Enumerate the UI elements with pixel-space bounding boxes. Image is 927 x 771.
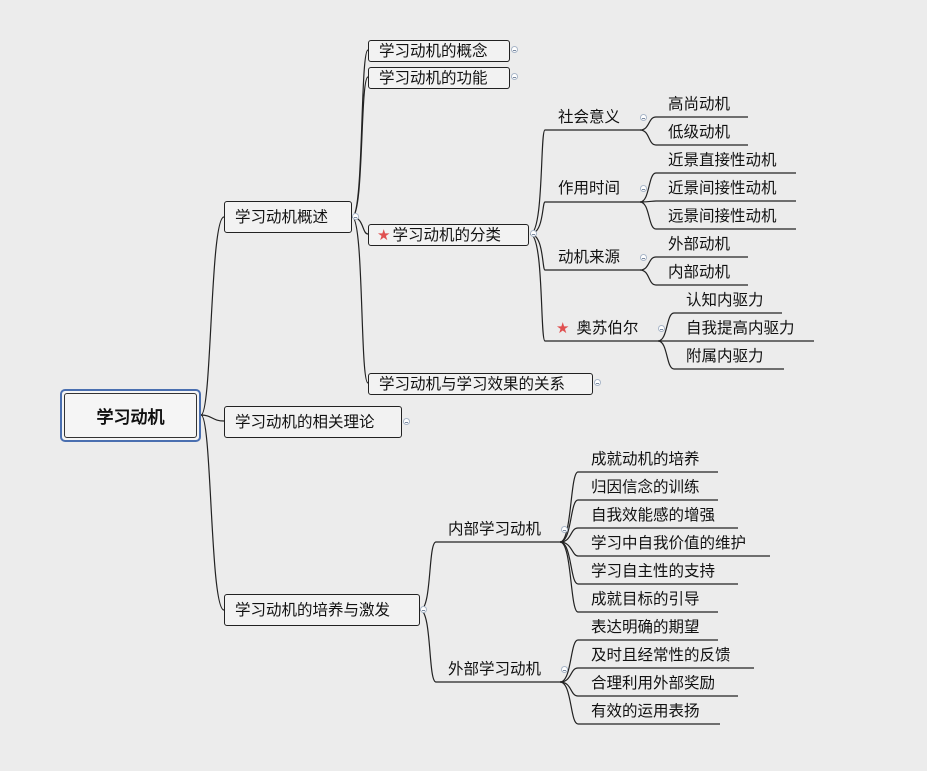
leaf-item-label: 及时且经常性的反馈 (591, 646, 731, 664)
leaf-item[interactable]: 合理利用外部奖励 (591, 673, 715, 693)
leaf-item-label: 归因信念的训练 (591, 478, 700, 496)
group-external[interactable]: 外部学习动机 (448, 659, 541, 679)
leaf-item[interactable]: 远景间接性动机 (668, 206, 777, 226)
leaf-item-label: 成就动机的培养 (591, 450, 700, 468)
collapse-toggle-icon[interactable] (658, 325, 665, 332)
collapse-toggle-icon[interactable] (530, 230, 537, 237)
group-social-label: 社会意义 (558, 108, 621, 126)
expand-toggle-icon[interactable] (403, 418, 410, 425)
leaf-item-label: 自我提高内驱力 (686, 319, 795, 337)
leaf-item[interactable]: 学习自主性的支持 (591, 561, 715, 581)
group-time[interactable]: 作用时间 (558, 178, 620, 198)
leaf-item[interactable]: 及时且经常性的反馈 (591, 645, 731, 665)
topic-relation[interactable]: 学习动机与学习效果的关系 (368, 373, 593, 395)
topic-classification[interactable]: ★ 学习动机的分类 (368, 224, 529, 246)
topic-overview-label: 学习动机概述 (235, 208, 329, 226)
leaf-item-label: 外部动机 (668, 235, 731, 253)
leaf-item[interactable]: 低级动机 (668, 122, 730, 142)
leaf-item[interactable]: 学习中自我价值的维护 (591, 533, 746, 553)
collapse-toggle-icon[interactable] (352, 213, 359, 220)
group-internal-label: 内部学习动机 (448, 520, 542, 538)
group-time-label: 作用时间 (558, 179, 621, 197)
collapse-toggle-icon[interactable] (640, 114, 647, 121)
leaf-item-label: 学习中自我价值的维护 (591, 534, 747, 552)
leaf-item[interactable]: 附属内驱力 (686, 346, 764, 366)
leaf-item[interactable]: 自我提高内驱力 (686, 318, 795, 338)
topic-function-label: 学习动机的功能 (379, 69, 488, 87)
leaf-item-label: 自我效能感的增强 (591, 506, 716, 524)
expand-toggle-icon[interactable] (594, 379, 601, 386)
leaf-item[interactable]: 外部动机 (668, 234, 730, 254)
leaf-item-label: 低级动机 (668, 123, 731, 141)
leaf-item-label: 表达明确的期望 (591, 618, 700, 636)
collapse-toggle-icon[interactable] (420, 606, 427, 613)
star-icon: ★ (556, 319, 570, 337)
topic-relation-label: 学习动机与学习效果的关系 (379, 375, 566, 393)
leaf-item-label: 近景间接性动机 (668, 179, 777, 197)
topic-overview[interactable]: 学习动机概述 (224, 201, 352, 233)
root-topic-label: 学习动机 (64, 393, 197, 438)
leaf-item[interactable]: 表达明确的期望 (591, 617, 700, 637)
leaf-item-label: 认知内驱力 (686, 291, 764, 309)
leaf-item[interactable]: 内部动机 (668, 262, 730, 282)
collapse-toggle-icon[interactable] (561, 666, 568, 673)
leaf-item-label: 有效的运用表扬 (591, 702, 700, 720)
topic-function[interactable]: 学习动机的功能 (368, 67, 510, 89)
leaf-item[interactable]: 归因信念的训练 (591, 477, 700, 497)
leaf-item-label: 远景间接性动机 (668, 207, 777, 225)
leaf-item[interactable]: 近景直接性动机 (668, 150, 777, 170)
topic-cultivation[interactable]: 学习动机的培养与激发 (224, 594, 420, 626)
group-social[interactable]: 社会意义 (558, 107, 620, 127)
group-ausubel[interactable]: ★ 奥苏伯尔 (556, 318, 638, 338)
group-external-label: 外部学习动机 (448, 660, 542, 678)
leaf-item[interactable]: 近景间接性动机 (668, 178, 777, 198)
group-internal[interactable]: 内部学习动机 (448, 519, 541, 539)
expand-toggle-icon[interactable] (511, 46, 518, 53)
leaf-item-label: 内部动机 (668, 263, 731, 281)
root-topic[interactable]: 学习动机 (60, 389, 201, 442)
topic-theory[interactable]: 学习动机的相关理论 (224, 406, 402, 438)
topic-classification-label: 学习动机的分类 (392, 226, 501, 244)
leaf-item[interactable]: 高尚动机 (668, 94, 730, 114)
leaf-item-label: 附属内驱力 (686, 347, 764, 365)
leaf-item-label: 合理利用外部奖励 (591, 674, 716, 692)
topic-concept-label: 学习动机的概念 (379, 42, 488, 60)
leaf-item-label: 近景直接性动机 (668, 151, 777, 169)
collapse-toggle-icon[interactable] (640, 254, 647, 261)
topic-cultivation-label: 学习动机的培养与激发 (235, 601, 391, 619)
group-source[interactable]: 动机来源 (558, 247, 620, 267)
expand-toggle-icon[interactable] (511, 73, 518, 80)
group-ausubel-label: 奥苏伯尔 (576, 319, 639, 337)
collapse-toggle-icon[interactable] (640, 185, 647, 192)
leaf-item-label: 学习自主性的支持 (591, 562, 716, 580)
leaf-item[interactable]: 成就动机的培养 (591, 449, 700, 469)
leaf-item[interactable]: 成就目标的引导 (591, 589, 700, 609)
leaf-item[interactable]: 自我效能感的增强 (591, 505, 715, 525)
leaf-item[interactable]: 认知内驱力 (686, 290, 764, 310)
topic-concept[interactable]: 学习动机的概念 (368, 40, 510, 62)
star-icon: ★ (377, 226, 391, 244)
leaf-item[interactable]: 有效的运用表扬 (591, 701, 700, 721)
leaf-item-label: 高尚动机 (668, 95, 731, 113)
collapse-toggle-icon[interactable] (561, 526, 568, 533)
group-source-label: 动机来源 (558, 248, 621, 266)
leaf-item-label: 成就目标的引导 (591, 590, 700, 608)
topic-theory-label: 学习动机的相关理论 (235, 413, 375, 431)
